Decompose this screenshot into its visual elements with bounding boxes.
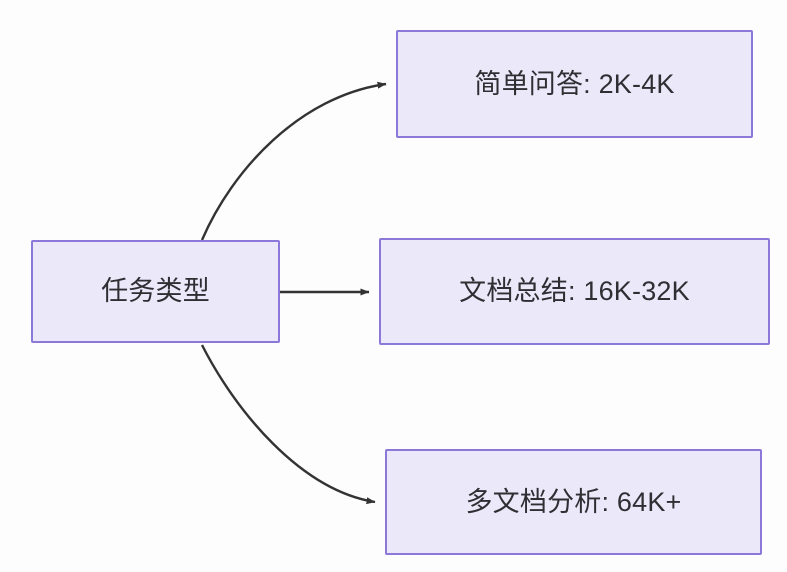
node-multi-doc[interactable]: 多文档分析: 64K+ <box>385 449 762 555</box>
node-task-type-label: 任务类型 <box>101 276 210 307</box>
node-doc-summary-label: 文档总结: 16K-32K <box>459 276 690 307</box>
node-simple-qa-label: 简单问答: 2K-4K <box>474 68 675 99</box>
edge-task-to-simple-qa <box>200 81 387 241</box>
node-doc-summary[interactable]: 文档总结: 16K-32K <box>379 238 770 345</box>
node-multi-doc-label: 多文档分析: 64K+ <box>465 486 682 517</box>
node-task-type[interactable]: 任务类型 <box>31 240 280 343</box>
edge-task-to-multi-doc <box>200 344 376 505</box>
node-simple-qa[interactable]: 简单问答: 2K-4K <box>396 30 753 138</box>
